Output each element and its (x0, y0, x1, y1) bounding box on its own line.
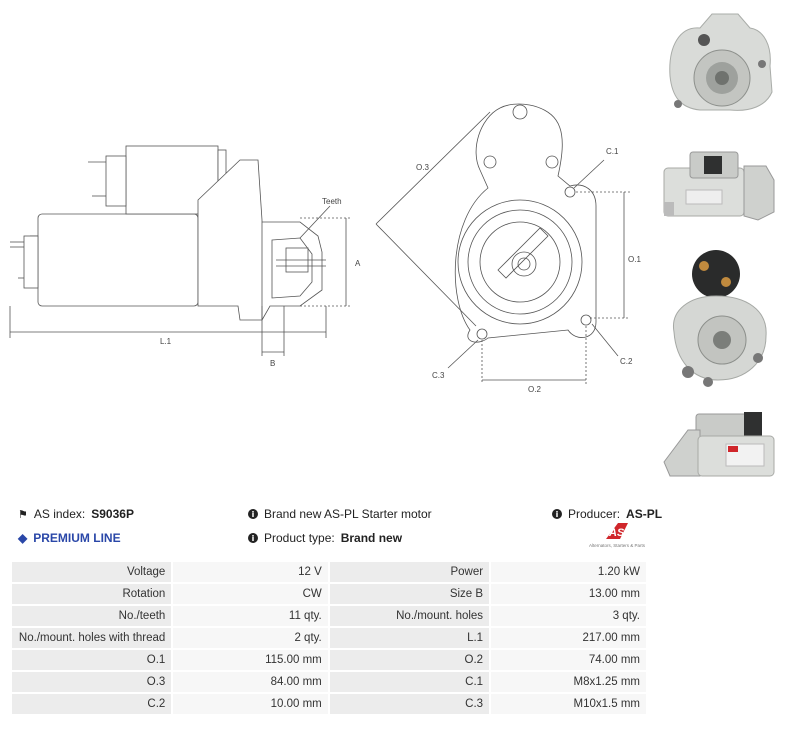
spec-label: O.1 (12, 650, 172, 670)
spec-value: 13.00 mm (491, 584, 646, 604)
label-b: B (270, 359, 275, 368)
spec-label: C.3 (329, 694, 490, 714)
spec-label: No./teeth (12, 606, 172, 626)
logo-text: AS (608, 527, 625, 539)
product-type-value: Brand new (340, 531, 403, 545)
spec-label: O.2 (329, 650, 490, 670)
as-pl-logo: AS Alternators, Starters & Parts (584, 521, 650, 553)
as-index-value: S9036P (91, 507, 134, 521)
photo-solenoid-view[interactable] (660, 240, 778, 392)
as-index-label: AS index: (33, 507, 86, 521)
label-a: A (355, 259, 361, 268)
spec-value: 217.00 mm (491, 628, 646, 648)
front-view-drawing (375, 103, 630, 384)
label-teeth: Teeth (322, 197, 342, 206)
spec-value: 84.00 mm (173, 672, 328, 692)
spec-value: M10x1.5 mm (491, 694, 646, 714)
description-text: Brand new AS-PL Starter motor (264, 507, 432, 521)
spec-value: 11 qty. (173, 606, 328, 626)
label-o2: O.2 (528, 385, 541, 394)
spec-value: CW (173, 584, 328, 604)
label-c2: C.2 (620, 357, 633, 366)
product-type-label: Product type: (264, 531, 335, 545)
photo-branded-side-view[interactable] (660, 404, 778, 484)
product-type: i Product type: Brand new (248, 531, 402, 545)
spec-label: Rotation (12, 584, 172, 604)
info-icon: i (552, 509, 562, 519)
premium-line-label: PREMIUM LINE (33, 531, 121, 545)
label-c3: C.3 (432, 371, 445, 380)
info-icon: i (248, 509, 258, 519)
spec-value: 1.20 kW (491, 562, 646, 582)
spec-label: No./mount. holes (329, 606, 490, 626)
producer-value: AS-PL (626, 507, 663, 521)
photo-front-view[interactable] (660, 6, 778, 118)
spec-label: L.1 (329, 628, 490, 648)
spec-value: 74.00 mm (491, 650, 646, 670)
spec-label: O.3 (12, 672, 172, 692)
photo-side-view[interactable] (660, 146, 778, 228)
spec-value: M8x1.25 mm (491, 672, 646, 692)
technical-drawing: Teeth A L.1 B O.3 C.1 O.1 C.2 C.3 O.2 (9, 103, 641, 394)
tag-icon: ⚑ (18, 508, 28, 521)
spec-value: 12 V (173, 562, 328, 582)
logo-caption: Alternators, Starters & Parts (588, 543, 646, 548)
spec-label: Voltage (12, 562, 172, 582)
spec-label: C.2 (12, 694, 172, 714)
producer-label: Producer: (568, 507, 621, 521)
spec-label: Power (329, 562, 490, 582)
as-index: ⚑ AS index: S9036P (18, 507, 134, 521)
label-o1: O.1 (628, 255, 641, 264)
diamond-icon: ◆ (18, 531, 28, 545)
spec-label: No./mount. holes with thread (12, 628, 172, 648)
premium-line: ◆ PREMIUM LINE (18, 531, 121, 545)
spec-label: C.1 (329, 672, 490, 692)
product-photos (660, 0, 800, 490)
side-view-drawing (9, 145, 352, 356)
spec-value: 115.00 mm (173, 650, 328, 670)
spec-value: 2 qty. (173, 628, 328, 648)
label-o3: O.3 (416, 163, 429, 172)
producer: i Producer: AS-PL (552, 507, 662, 521)
label-l1: L.1 (160, 337, 172, 346)
logo-mark: AS (606, 523, 628, 539)
spec-label: Size B (329, 584, 490, 604)
description: i Brand new AS-PL Starter motor (248, 507, 432, 521)
spec-value: 3 qty. (491, 606, 646, 626)
info-icon: i (248, 533, 258, 543)
spec-value: 10.00 mm (173, 694, 328, 714)
label-c1: C.1 (606, 147, 619, 156)
